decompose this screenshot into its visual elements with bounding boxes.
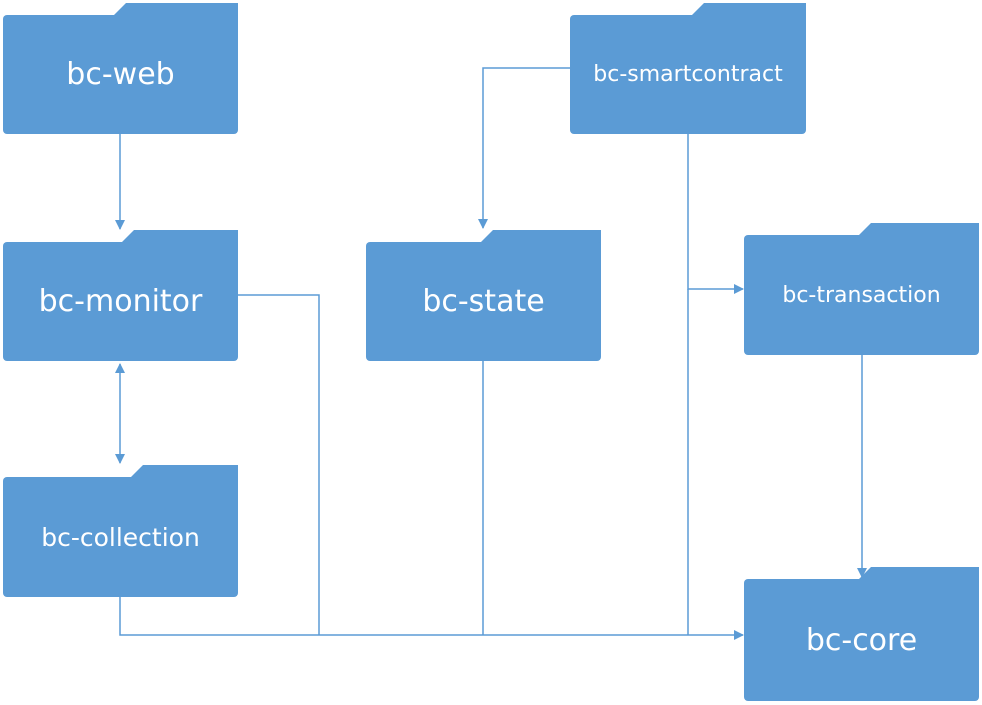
edge-smartcontract-to-transaction: [687, 134, 744, 294]
edge-monitor-to-core: [238, 294, 320, 635]
node-label-bc-smartcontract: bc-smartcontract: [570, 15, 806, 134]
node-label-bc-web: bc-web: [3, 15, 238, 134]
node-label-bc-state: bc-state: [366, 242, 601, 361]
folder-node-bc-core[interactable]: bc-core: [744, 567, 979, 701]
node-label-bc-collection: bc-collection: [3, 477, 238, 597]
folder-node-bc-state[interactable]: bc-state: [366, 230, 601, 361]
node-label-bc-monitor: bc-monitor: [3, 242, 238, 361]
node-label-bc-core: bc-core: [744, 579, 979, 701]
folder-node-bc-web[interactable]: bc-web: [3, 3, 238, 134]
folder-node-bc-collection[interactable]: bc-collection: [3, 465, 238, 597]
folder-node-bc-smartcontract[interactable]: bc-smartcontract: [570, 3, 806, 134]
node-label-bc-transaction: bc-transaction: [744, 235, 979, 355]
folder-node-bc-transaction[interactable]: bc-transaction: [744, 223, 979, 355]
folder-node-bc-monitor[interactable]: bc-monitor: [3, 230, 238, 361]
edge-collection-to-core: [119, 597, 744, 640]
edge-smartcontract-to-state: [478, 67, 570, 229]
